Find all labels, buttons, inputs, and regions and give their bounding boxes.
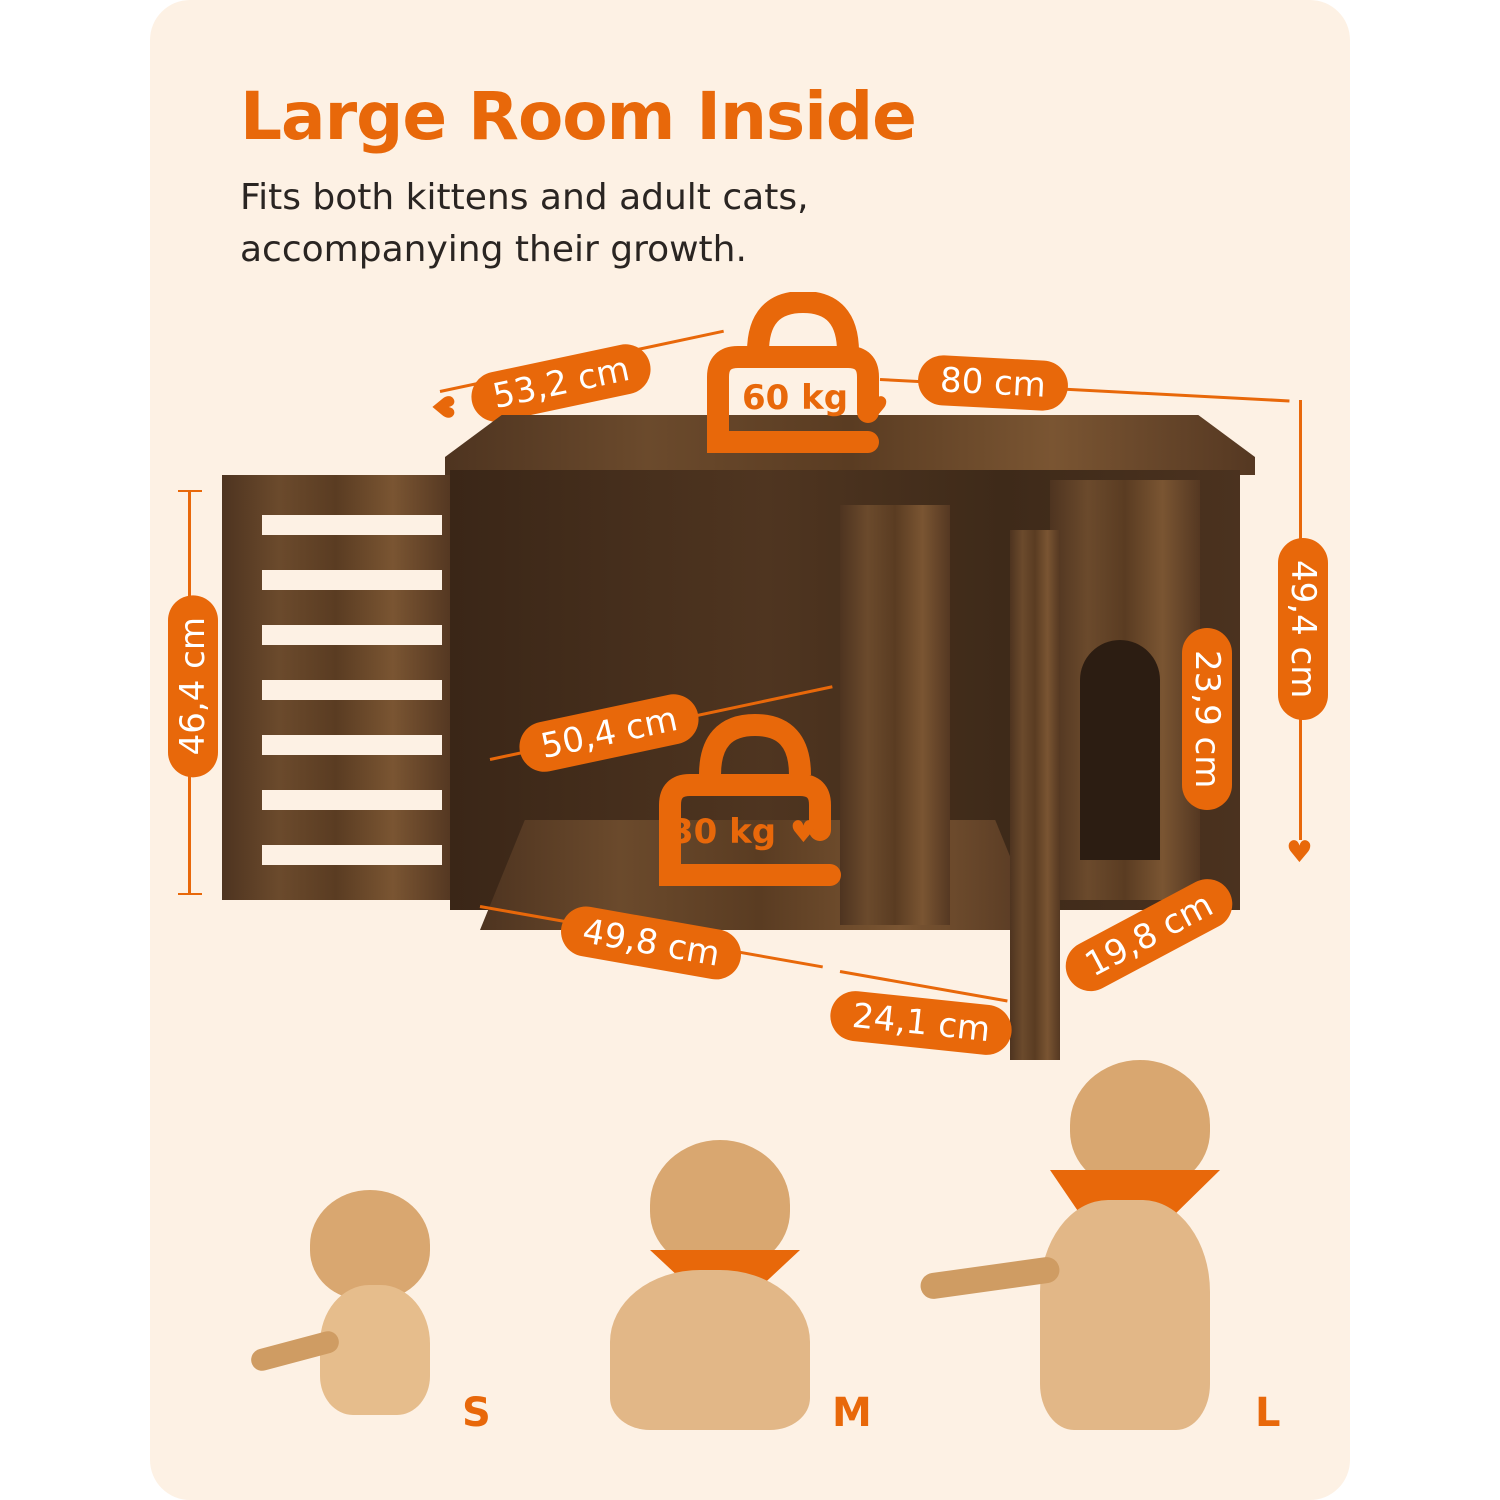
weight-icon	[707, 292, 879, 453]
size-label-m: M	[832, 1390, 872, 1436]
size-label-s: S	[462, 1390, 491, 1436]
door-slat	[262, 625, 442, 645]
kitten-image	[248, 1190, 480, 1420]
subtitle-line-2: accompanying their growth.	[240, 229, 747, 270]
door-slat	[262, 570, 442, 590]
width-label: 80 cm	[916, 354, 1070, 412]
arrow-heart-icon: ♥	[1286, 835, 1313, 870]
entry-height-label: 23,9 cm	[1182, 628, 1232, 811]
door-slat	[262, 515, 442, 535]
medium-cat-image	[580, 1140, 820, 1430]
product-feature-card: Large Room Inside Fits both kittens and …	[150, 0, 1350, 1500]
top-load-label: 60 kg	[742, 378, 849, 418]
heart-icon: ♥	[790, 815, 817, 850]
tick	[178, 893, 202, 895]
door-slat	[262, 790, 442, 810]
cat-entry-hole	[1080, 640, 1160, 860]
size-label-l: L	[1255, 1390, 1281, 1436]
tick	[178, 490, 202, 492]
shelf-load-label: 30 kg	[670, 812, 777, 852]
weight-icon	[659, 713, 841, 886]
subtitle: Fits both kittens and adult cats, accomp…	[240, 172, 809, 276]
heart-icon: ♥	[862, 391, 889, 426]
large-cat-image	[918, 1060, 1220, 1430]
door-slat	[262, 680, 442, 700]
door-slat	[262, 845, 442, 865]
door-height-label: 46,4 cm	[168, 595, 218, 778]
door-slat	[262, 735, 442, 755]
arrow-heart-icon: ♥	[424, 393, 460, 421]
left-door	[222, 475, 450, 900]
divider-panel	[840, 505, 950, 925]
right-door	[1010, 530, 1060, 1060]
total-height-label: 49,4 cm	[1278, 538, 1328, 721]
depth-label: 53,2 cm	[466, 339, 656, 427]
page-title: Large Room Inside	[240, 78, 917, 155]
subtitle-line-1: Fits both kittens and adult cats,	[240, 177, 809, 218]
